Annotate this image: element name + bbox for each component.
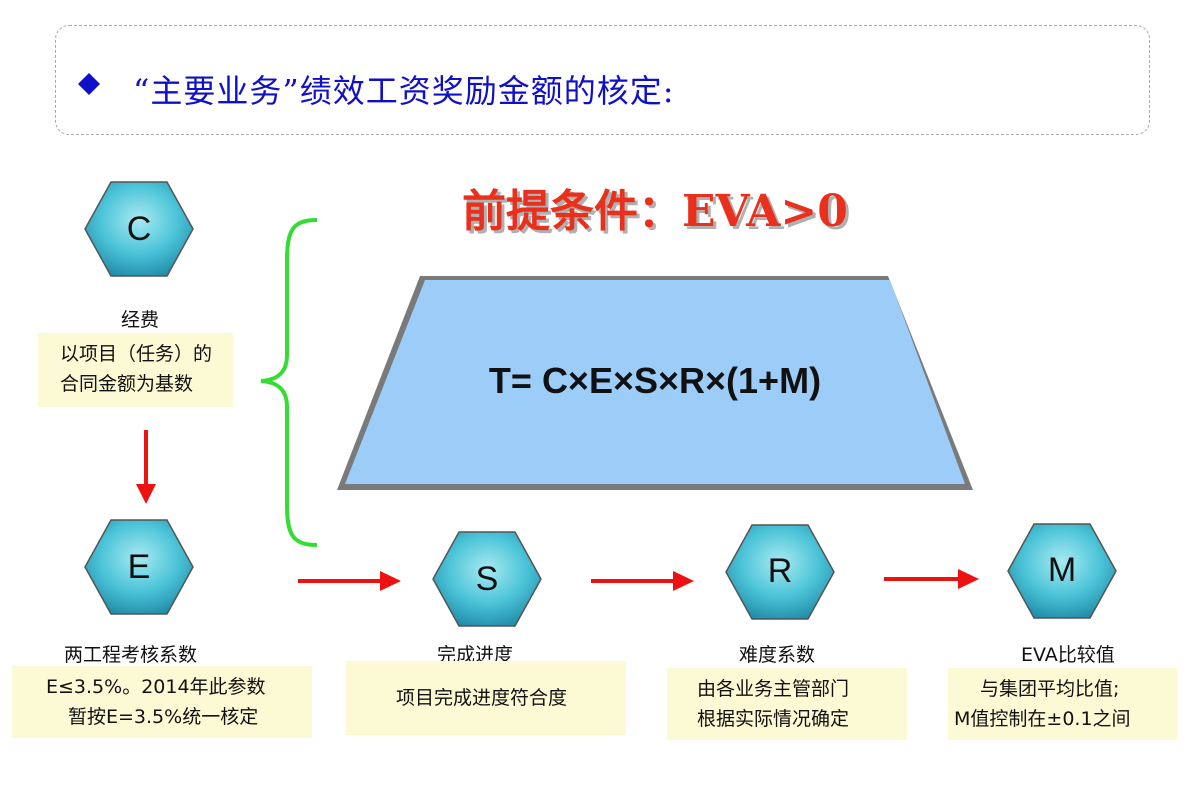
factor-e-note-line2: 暂按E=3.5%统一核定: [68, 706, 259, 728]
curly-brace-icon: [260, 218, 318, 547]
formula-text: T= C×E×S×R×(1+M): [488, 360, 822, 401]
header-title: “主要业务”绩效工资奖励金额的核定:: [133, 72, 675, 110]
factor-m-note-line1: 与集团平均比值;: [980, 678, 1120, 700]
hexagon-s: [432, 531, 542, 627]
factor-c-note-line2: 合同金额为基数: [60, 373, 194, 395]
hexagon-c: [84, 181, 194, 277]
header-box: [55, 25, 1150, 135]
right-arrow-icon: [298, 571, 401, 591]
hexagon-s-letter: S: [475, 560, 499, 598]
factor-m-note-line2: M值控制在±0.1之间: [954, 708, 1131, 730]
hexagon-r: [725, 524, 835, 620]
factor-e-note-line1: E≤3.5%。2014年此参数: [46, 676, 266, 698]
right-arrow-icon: [884, 569, 979, 589]
factor-m-note: 与集团平均比值; M值控制在±0.1之间: [948, 668, 1178, 740]
hexagon-e-letter: E: [127, 548, 151, 586]
hexagon-e: [84, 519, 194, 615]
hexagon-m: [1007, 523, 1117, 619]
factor-e-label: 两工程考核系数: [64, 644, 198, 666]
right-arrow-icon: [591, 571, 694, 591]
down-arrow-icon: [136, 430, 156, 504]
factor-r-note-line2: 根据实际情况确定: [697, 708, 850, 730]
factor-r-note-line1: 由各业务主管部门: [697, 678, 850, 700]
factor-s-note: 项目完成进度符合度: [346, 661, 626, 735]
hexagon-c-letter: C: [126, 210, 152, 248]
premise-condition: 前提条件：EVA>0: [462, 186, 848, 237]
factor-c-note-line1: 以项目（任务）的: [60, 343, 213, 365]
factor-r-note: 由各业务主管部门 根据实际情况确定: [667, 668, 907, 740]
hexagon-r-letter: R: [767, 552, 793, 590]
factor-m-label: EVA比较值: [1021, 644, 1115, 666]
factor-s-label: 完成进度: [437, 644, 514, 666]
factor-c-label: 经费: [121, 309, 160, 331]
factor-r-label: 难度系数: [739, 644, 816, 666]
factor-s-note-line1: 项目完成进度符合度: [396, 687, 568, 709]
formula-trapezoid: [337, 276, 973, 490]
hexagon-m-letter: M: [1047, 551, 1077, 589]
factor-c-note: 以项目（任务）的 合同金额为基数: [38, 333, 233, 407]
factor-e-note: E≤3.5%。2014年此参数 暂按E=3.5%统一核定: [12, 666, 312, 738]
diamond-bullet-icon: [78, 73, 100, 95]
